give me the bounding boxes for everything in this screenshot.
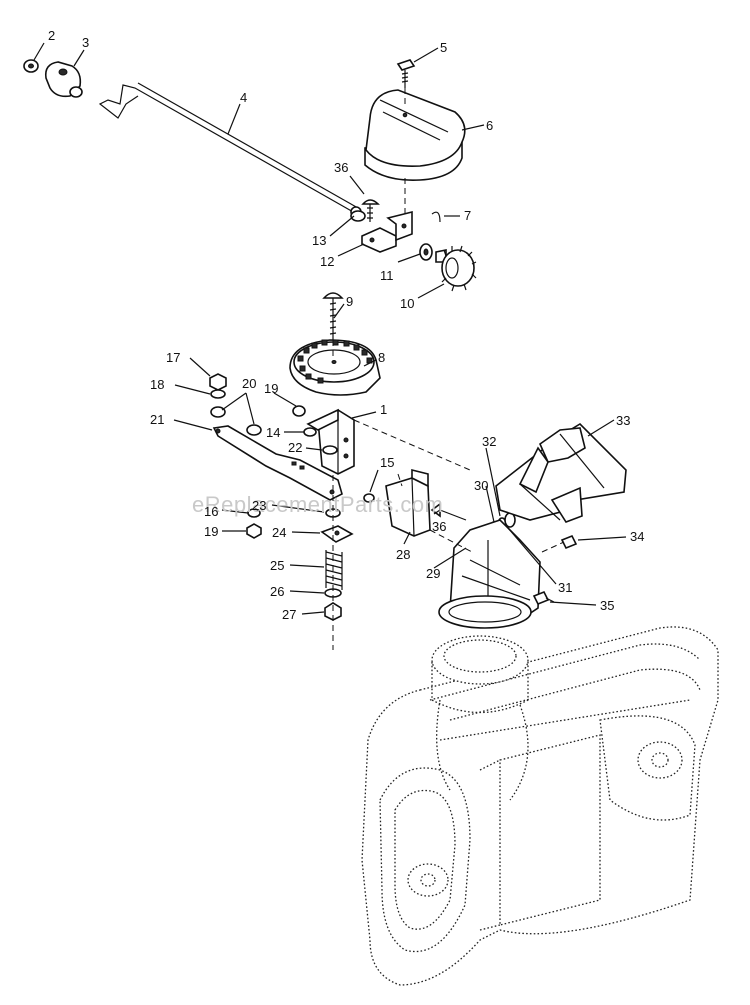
pin-part-7 (431, 211, 441, 223)
bracket-part-12 (361, 210, 413, 253)
leader-lines (33, 42, 627, 615)
nut-part-17 (209, 373, 227, 391)
callout-3: 3 (82, 35, 89, 50)
callout-labels: 2 3 4 5 6 36 7 13 12 11 10 9 8 17 18 20 … (48, 28, 644, 622)
callout-20: 20 (242, 376, 256, 391)
chute-tube (438, 519, 541, 629)
callout-8: 8 (378, 350, 385, 365)
callout-23: 23 (252, 498, 266, 513)
auger-housing (361, 626, 719, 986)
callout-19-lower: 19 (204, 524, 218, 539)
callout-18: 18 (150, 377, 164, 392)
washer-part-20a (210, 406, 226, 418)
callout-1: 1 (380, 402, 387, 417)
callout-12: 12 (320, 254, 334, 269)
callout-36-lower: 36 (432, 519, 446, 534)
callout-10: 10 (400, 296, 414, 311)
callout-22: 22 (288, 440, 302, 455)
callout-19-upper: 19 (264, 381, 278, 396)
callout-29: 29 (426, 566, 440, 581)
callout-15: 15 (380, 455, 394, 470)
washer-part-18 (210, 389, 226, 399)
nut-part-19-upper (292, 405, 306, 417)
callout-21: 21 (150, 412, 164, 427)
callout-9: 9 (346, 294, 353, 309)
pinion-gear-part-10 (435, 245, 477, 292)
bolt-part-36-upper (361, 199, 380, 222)
callout-26: 26 (270, 584, 284, 599)
callout-24: 24 (272, 525, 286, 540)
callout-33: 33 (616, 413, 630, 428)
nut-part-2 (23, 59, 39, 73)
callout-14: 14 (266, 425, 280, 440)
screw-part-5 (396, 59, 416, 88)
callout-34: 34 (630, 529, 644, 544)
callout-30: 30 (474, 478, 488, 493)
nut-part-19-lower (246, 523, 262, 539)
callout-5: 5 (440, 40, 447, 55)
callout-35: 35 (600, 598, 614, 613)
callout-25: 25 (270, 558, 284, 573)
discharge-chute-part-33 (495, 422, 627, 523)
bolt-part-34 (560, 534, 578, 550)
bushing-part-3 (44, 61, 83, 98)
bolt-part-9 (322, 292, 344, 340)
crank-rod (98, 82, 362, 218)
plate-part-24 (320, 525, 354, 543)
callout-6: 6 (486, 118, 493, 133)
callout-16: 16 (204, 504, 218, 519)
callout-7: 7 (464, 208, 471, 223)
nut-part-27 (324, 602, 342, 621)
callout-28: 28 (396, 547, 410, 562)
bracket-part-1 (306, 408, 355, 475)
deflector-bracket-part-28 (385, 468, 431, 537)
washer-part-20b (246, 424, 262, 436)
chute-cap-part-6 (364, 89, 466, 182)
spring-part-25 (325, 550, 343, 590)
callout-4: 4 (240, 90, 247, 105)
callout-31: 31 (558, 580, 572, 595)
assembly-guides (332, 88, 565, 650)
callout-36-upper: 36 (334, 160, 348, 175)
bolt-part-15 (363, 493, 375, 503)
watermark-text: eReplacementParts.com (192, 492, 443, 517)
callout-32: 32 (482, 434, 496, 449)
lever-part-21 (212, 425, 343, 501)
callout-17: 17 (166, 350, 180, 365)
callout-11: 11 (380, 268, 394, 283)
nut-part-13 (350, 210, 366, 222)
washer-part-22 (322, 445, 338, 455)
washer-part-14 (303, 427, 317, 437)
washer-part-11 (419, 243, 433, 261)
bolt-part-35 (532, 590, 555, 606)
callout-27: 27 (282, 607, 296, 622)
ring-gear-part-8 (289, 339, 381, 396)
callout-13: 13 (312, 233, 326, 248)
callout-2: 2 (48, 28, 55, 43)
